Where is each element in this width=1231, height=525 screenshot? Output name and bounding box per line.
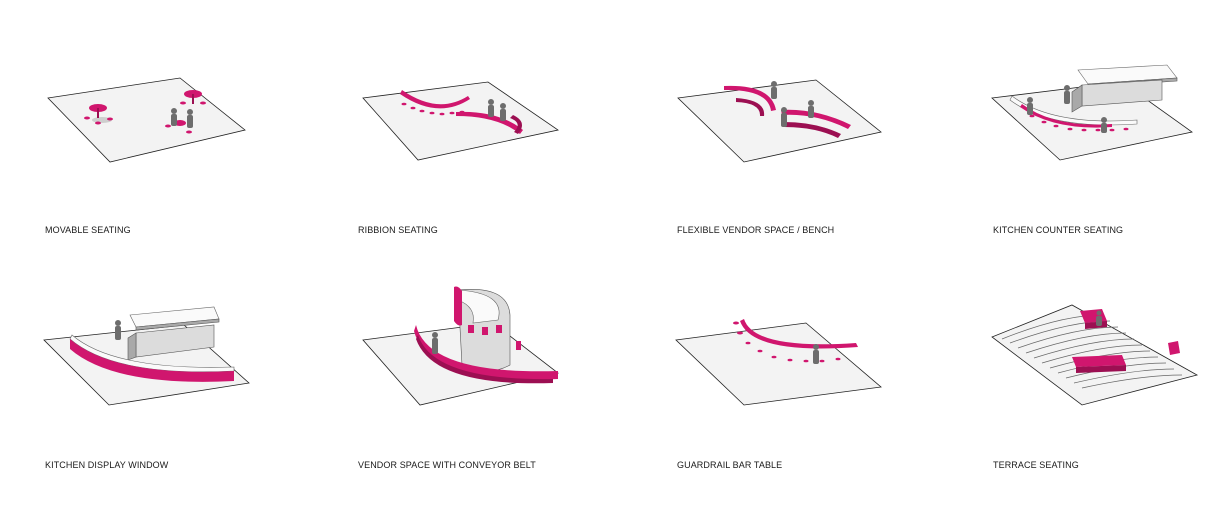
stool-row bbox=[733, 321, 841, 363]
panel-label: FLEXIBLE VENDOR SPACE / BENCH bbox=[677, 225, 835, 235]
vendor-space-conveyor-belt-illustration bbox=[362, 286, 559, 406]
person-figure bbox=[771, 81, 814, 127]
panel-vendor-space-conveyor-belt: VENDOR SPACE WITH CONVEYOR BELT bbox=[358, 286, 638, 525]
panel-guardrail-bar-table: GUARDRAIL BAR TABLE bbox=[675, 305, 956, 525]
panel-kitchen-display-window: KITCHEN DISPLAY WINDOW bbox=[43, 305, 324, 525]
panel-label: TERRACE SEATING bbox=[993, 460, 1079, 470]
person-figure bbox=[813, 344, 819, 364]
panel-label: GUARDRAIL BAR TABLE bbox=[677, 460, 783, 470]
terrace-seating-illustration bbox=[991, 304, 1199, 406]
panel-kitchen-counter-seating: KITCHEN COUNTER SEATING bbox=[991, 64, 1231, 290]
person-figure bbox=[432, 332, 438, 354]
person-figure bbox=[115, 320, 121, 340]
panel-label: KITCHEN DISPLAY WINDOW bbox=[45, 460, 169, 470]
panel-ribbion-seating: RIBBION SEATING bbox=[358, 70, 638, 290]
person-figure bbox=[1096, 310, 1102, 326]
person-figure bbox=[171, 108, 193, 128]
person-figure bbox=[488, 99, 506, 121]
flexible-vendor-space-illustration bbox=[677, 79, 882, 163]
movable-seating-illustration bbox=[47, 77, 246, 163]
stool-row bbox=[401, 102, 465, 116]
panel-label: MOVABLE SEATING bbox=[45, 225, 131, 235]
panel-label: VENDOR SPACE WITH CONVEYOR BELT bbox=[358, 460, 536, 470]
ribbion-seating-illustration bbox=[362, 81, 559, 161]
kitchen-display-window-illustration bbox=[43, 306, 250, 406]
panel-flexible-vendor-space: FLEXIBLE VENDOR SPACE / BENCH bbox=[676, 70, 956, 290]
panel-terrace-seating: TERRACE SEATING bbox=[991, 304, 1231, 525]
kitchen-counter-seating-illustration bbox=[991, 64, 1193, 161]
panel-movable-seating: MOVABLE SEATING bbox=[40, 70, 320, 290]
panel-label: KITCHEN COUNTER SEATING bbox=[993, 225, 1124, 235]
stool-row bbox=[1029, 114, 1129, 132]
guardrail-bar-table-illustration bbox=[675, 319, 882, 406]
panel-label: RIBBION SEATING bbox=[358, 225, 438, 235]
person-figure bbox=[1027, 85, 1107, 133]
